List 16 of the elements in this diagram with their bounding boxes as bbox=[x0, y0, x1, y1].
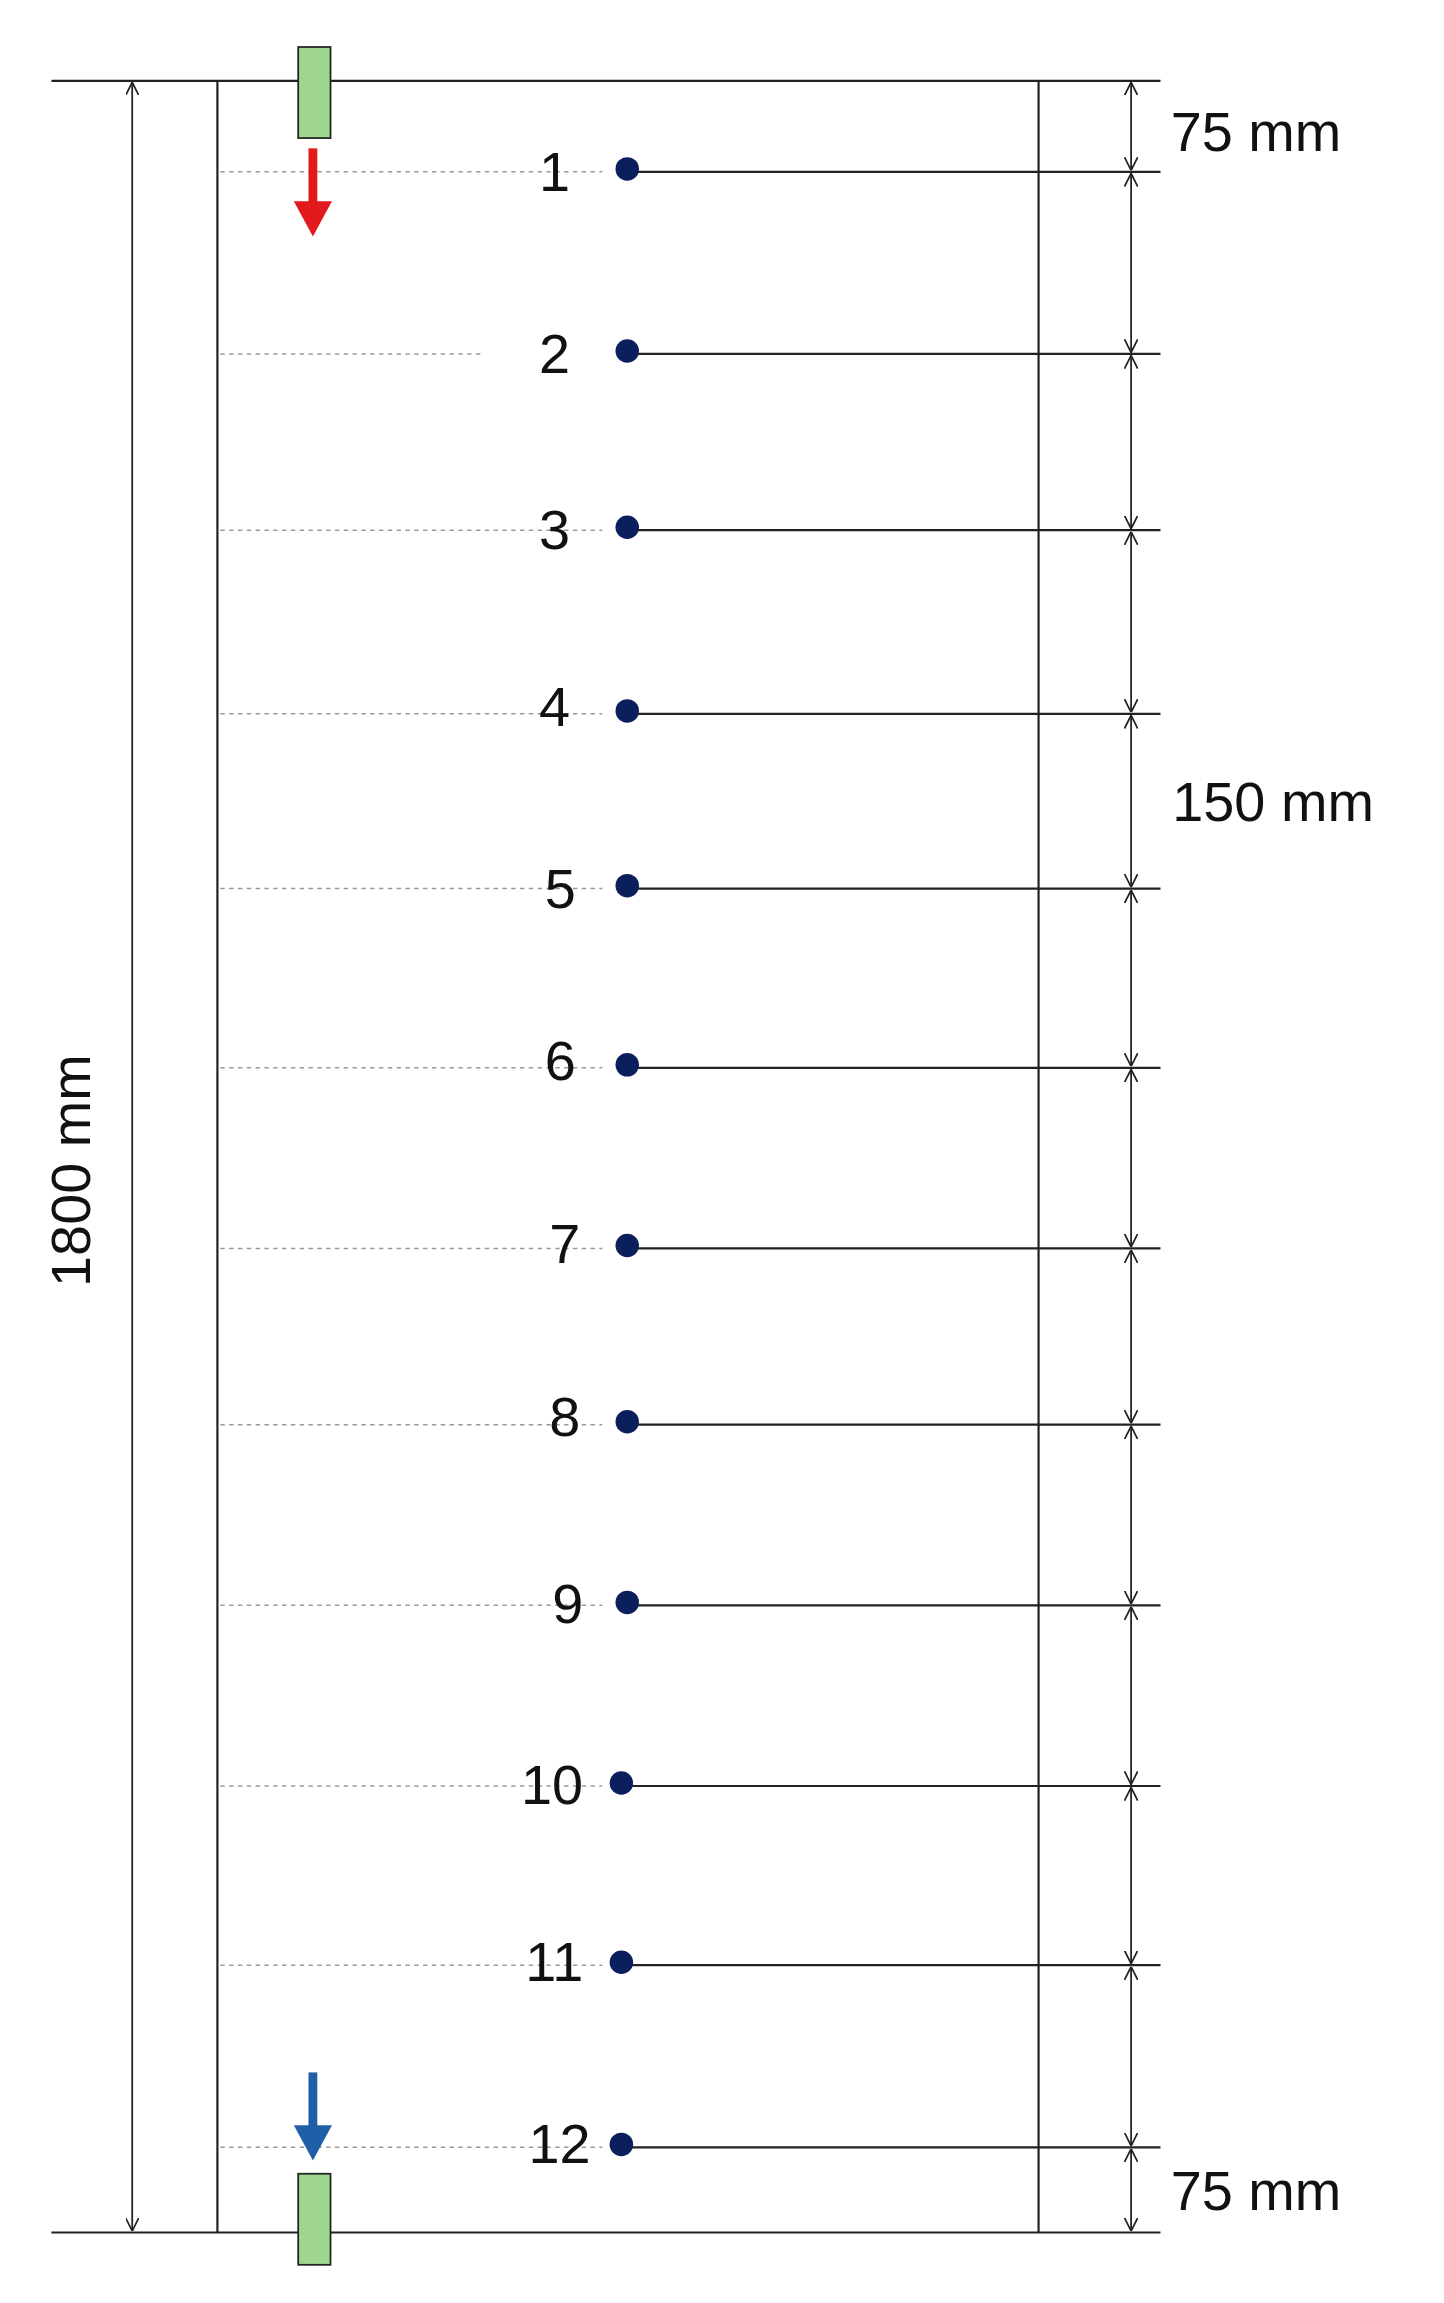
callout-number: 3 bbox=[538, 500, 570, 560]
callout-number: 4 bbox=[538, 677, 570, 736]
callout-number: 8 bbox=[549, 1387, 581, 1447]
dimension-label: 150 mm bbox=[1172, 772, 1374, 832]
callout-number: 1 bbox=[538, 142, 570, 202]
callout-number: 9 bbox=[552, 1574, 584, 1634]
callout-number: 10 bbox=[521, 1755, 584, 1814]
callout-number: 5 bbox=[544, 859, 576, 918]
dimension-label: 75 mm bbox=[1170, 102, 1342, 162]
callout-number: 12 bbox=[528, 2115, 591, 2174]
callout-number: 11 bbox=[525, 1932, 584, 1992]
callout-number: 7 bbox=[549, 1214, 581, 1274]
callout-number: 6 bbox=[544, 1031, 576, 1090]
callout-number: 2 bbox=[538, 324, 570, 384]
dimension-label: 1800 mm bbox=[41, 1054, 100, 1287]
dimension-label: 75 mm bbox=[1170, 2162, 1342, 2221]
